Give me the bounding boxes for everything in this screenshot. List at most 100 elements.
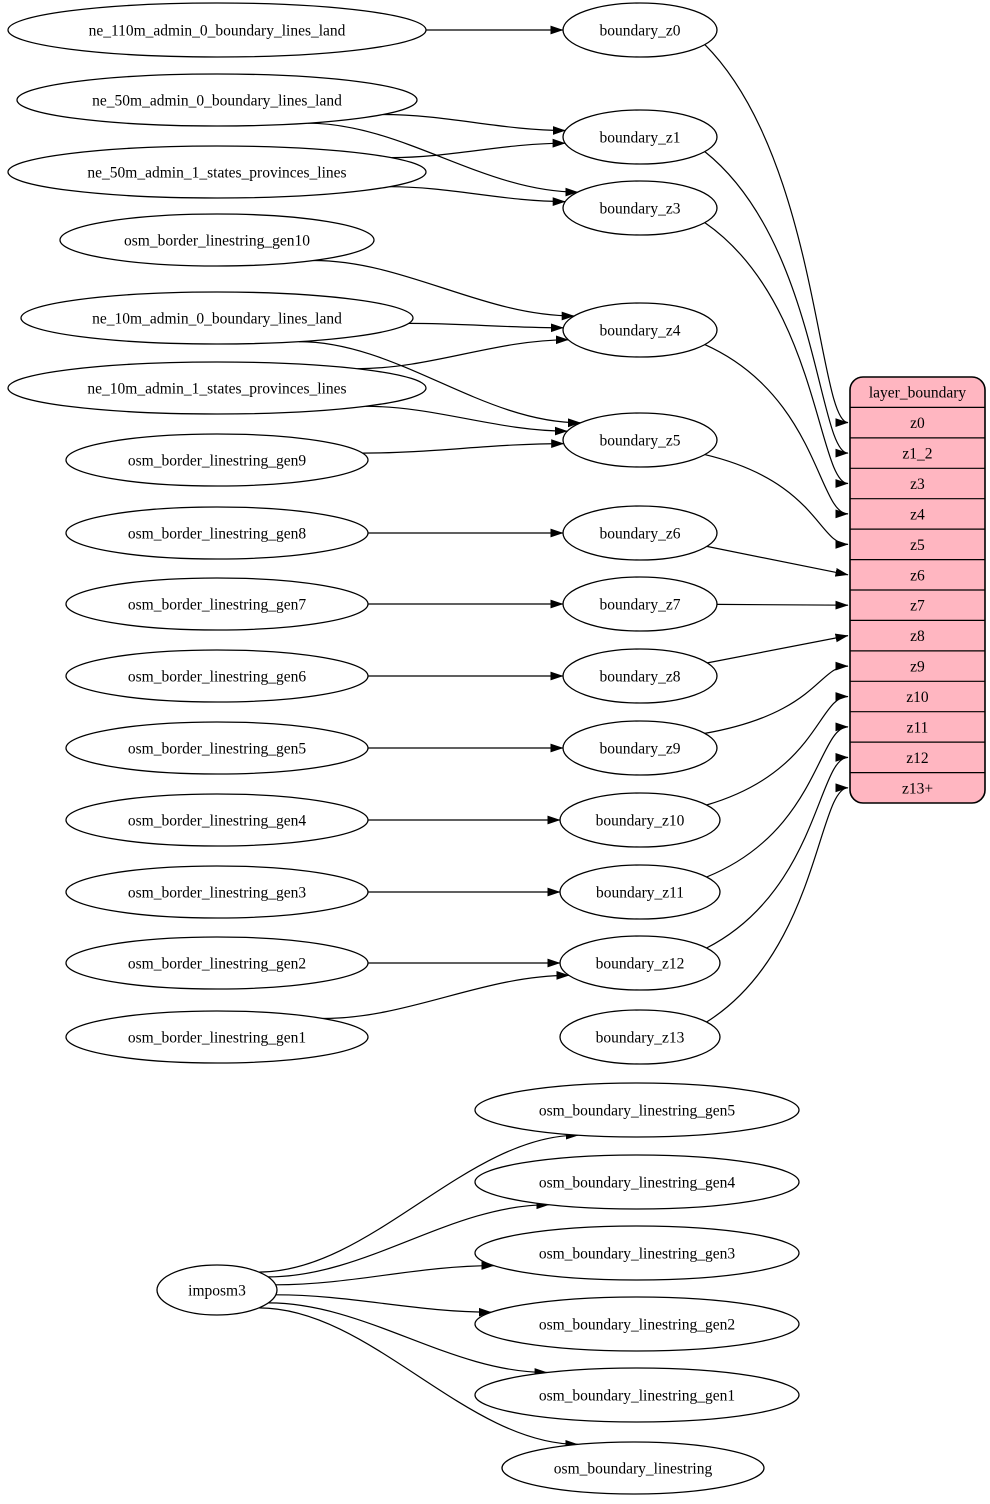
- edge-osm_border_linestring_gen1-to-boundary_z12: [322, 971, 570, 1020]
- edge-ne_50m_admin_1_states_provinces_lines-to-boundary_z1: [390, 138, 566, 159]
- node-boundary_z9: boundary_z9: [562, 720, 718, 776]
- node-label-osm_boundary_linestring_gen4: osm_boundary_linestring_gen4: [539, 1175, 736, 1192]
- edge-ne_50m_admin_1_states_provinces_lines-to-boundary_z3: [389, 186, 566, 206]
- node-osm_border_linestring_gen5: osm_border_linestring_gen5: [65, 721, 369, 775]
- edges-layer: [258, 25, 849, 1449]
- node-label-osm_border_linestring_gen5: osm_border_linestring_gen5: [128, 741, 306, 758]
- node-label-boundary_z3: boundary_z3: [600, 201, 681, 218]
- node-osm_border_linestring_gen2: osm_border_linestring_gen2: [65, 936, 369, 990]
- table-row-z4: z4: [910, 506, 925, 523]
- node-label-boundary_z1: boundary_z1: [600, 130, 681, 147]
- node-shape-osm_boundary_linestring_gen3: [474, 1225, 800, 1281]
- node-ne_50m_admin_1_states_provinces_lines: ne_50m_admin_1_states_provinces_lines: [7, 145, 427, 199]
- node-shape-boundary_z12: [559, 935, 721, 991]
- node-label-osm_boundary_linestring_gen2: osm_boundary_linestring_gen2: [539, 1317, 735, 1334]
- node-shape-osm_border_linestring_gen9: [65, 433, 369, 487]
- node-label-boundary_z6: boundary_z6: [600, 526, 681, 543]
- node-boundary_z10: boundary_z10: [559, 792, 721, 848]
- node-shape-boundary_z5: [562, 412, 718, 468]
- node-shape-boundary_z10: [559, 792, 721, 848]
- node-shape-ne_110m_admin_0_boundary_lines_land: [7, 2, 427, 58]
- table-layer: layer_boundaryz0z1_2z3z4z5z6z7z8z9z10z11…: [849, 376, 986, 804]
- edge-ne_10m_admin_1_states_provinces_lines-to-boundary_z4: [357, 335, 569, 370]
- edge-boundary_z0-to-layer_boundary-z0: [704, 44, 849, 427]
- node-label-boundary_z8: boundary_z8: [600, 669, 681, 686]
- node-shape-osm_boundary_linestring_gen2: [474, 1296, 800, 1352]
- node-shape-ne_50m_admin_1_states_provinces_lines: [7, 145, 427, 199]
- node-boundary_z13: boundary_z13: [559, 1009, 721, 1065]
- node-label-ne_110m_admin_0_boundary_lines_land: ne_110m_admin_0_boundary_lines_land: [89, 23, 346, 40]
- edge-boundary_z8-to-layer_boundary-z8: [707, 633, 849, 664]
- node-shape-boundary_z0: [562, 2, 718, 58]
- node-label-osm_border_linestring_gen9: osm_border_linestring_gen9: [128, 453, 306, 470]
- node-label-boundary_z0: boundary_z0: [600, 23, 681, 40]
- edge-boundary_z5-to-layer_boundary-z5: [704, 454, 849, 549]
- node-label-osm_boundary_linestring_gen3: osm_boundary_linestring_gen3: [539, 1246, 736, 1263]
- node-shape-ne_10m_admin_0_boundary_lines_land: [20, 291, 414, 345]
- node-shape-osm_border_linestring_gen7: [65, 577, 369, 631]
- edge-imposm3-to-osm_boundary_linestring_gen1: [268, 1302, 548, 1377]
- node-shape-imposm3: [156, 1264, 278, 1316]
- edge-osm_border_linestring_gen9-to-boundary_z5: [362, 439, 565, 454]
- table-row-z12: z12: [906, 750, 928, 767]
- node-label-imposm3: imposm3: [188, 1283, 246, 1300]
- node-label-boundary_z12: boundary_z12: [596, 956, 685, 973]
- node-shape-osm_border_linestring_gen3: [65, 865, 369, 919]
- node-label-osm_border_linestring_gen4: osm_border_linestring_gen4: [128, 813, 306, 830]
- node-shape-osm_border_linestring_gen4: [65, 793, 369, 847]
- node-label-osm_boundary_linestring_gen1: osm_boundary_linestring_gen1: [539, 1388, 735, 1405]
- node-osm_boundary_linestring_gen1: osm_boundary_linestring_gen1: [474, 1367, 800, 1423]
- node-label-osm_border_linestring_gen6: osm_border_linestring_gen6: [128, 669, 306, 686]
- node-osm_boundary_linestring_gen2: osm_boundary_linestring_gen2: [474, 1296, 800, 1352]
- node-shape-osm_border_linestring_gen2: [65, 936, 369, 990]
- node-label-osm_border_linestring_gen3: osm_border_linestring_gen3: [128, 885, 306, 902]
- node-label-osm_boundary_linestring: osm_boundary_linestring: [554, 1461, 713, 1478]
- table-row-z10: z10: [906, 689, 929, 706]
- edge-imposm3-to-osm_boundary_linestring_gen3: [275, 1261, 495, 1286]
- node-shape-osm_boundary_linestring_gen4: [474, 1154, 800, 1210]
- node-shape-boundary_z4: [562, 302, 718, 358]
- node-boundary_z6: boundary_z6: [562, 505, 718, 561]
- node-osm_border_linestring_gen6: osm_border_linestring_gen6: [65, 649, 369, 703]
- edge-boundary_z3-to-layer_boundary-z3: [704, 222, 849, 488]
- node-shape-osm_border_linestring_gen6: [65, 649, 369, 703]
- node-label-boundary_z13: boundary_z13: [596, 1030, 685, 1047]
- node-boundary_z3: boundary_z3: [562, 180, 718, 236]
- node-ne_10m_admin_0_boundary_lines_land: ne_10m_admin_0_boundary_lines_land: [20, 291, 414, 345]
- node-shape-boundary_z6: [562, 505, 718, 561]
- node-label-ne_50m_admin_0_boundary_lines_land: ne_50m_admin_0_boundary_lines_land: [92, 93, 342, 110]
- table-row-z7: z7: [910, 598, 925, 615]
- node-shape-osm_border_linestring_gen5: [65, 721, 369, 775]
- table-row-z13+: z13+: [902, 780, 933, 797]
- table-row-z5: z5: [910, 537, 925, 554]
- node-label-osm_border_linestring_gen2: osm_border_linestring_gen2: [128, 956, 306, 973]
- node-boundary_z7: boundary_z7: [562, 576, 718, 632]
- edge-ne_10m_admin_1_states_provinces_lines-to-boundary_z5: [365, 405, 568, 436]
- table-row-z9: z9: [910, 659, 925, 676]
- edge-boundary_z10-to-layer_boundary-z10: [706, 692, 849, 806]
- node-shape-boundary_z7: [562, 576, 718, 632]
- edge-ne_10m_admin_0_boundary_lines_land-to-boundary_z4: [408, 322, 564, 333]
- node-shape-boundary_z1: [562, 109, 718, 165]
- edge-osm_border_linestring_gen10-to-boundary_z4: [313, 259, 575, 321]
- node-osm_border_linestring_gen8: osm_border_linestring_gen8: [65, 506, 369, 560]
- node-label-ne_50m_admin_1_states_provinces_lines: ne_50m_admin_1_states_provinces_lines: [87, 165, 346, 182]
- node-ne_110m_admin_0_boundary_lines_land: ne_110m_admin_0_boundary_lines_land: [7, 2, 427, 58]
- edge-boundary_z9-to-layer_boundary-z9: [704, 661, 849, 734]
- edge-imposm3-to-osm_boundary_linestring: [258, 1307, 579, 1449]
- node-osm_border_linestring_gen4: osm_border_linestring_gen4: [65, 793, 369, 847]
- node-boundary_z0: boundary_z0: [562, 2, 718, 58]
- node-label-osm_boundary_linestring_gen5: osm_boundary_linestring_gen5: [539, 1103, 736, 1120]
- edge-boundary_z4-to-layer_boundary-z4: [704, 344, 849, 519]
- node-shape-osm_border_linestring_gen1: [65, 1010, 369, 1064]
- node-label-boundary_z11: boundary_z11: [596, 885, 684, 902]
- table-row-z8: z8: [910, 628, 925, 645]
- node-boundary_z8: boundary_z8: [562, 648, 718, 704]
- edge-ne_50m_admin_0_boundary_lines_land-to-boundary_z3: [307, 122, 579, 197]
- edge-ne_50m_admin_0_boundary_lines_land-to-boundary_z1: [382, 113, 566, 135]
- table-layer_boundary: layer_boundaryz0z1_2z3z4z5z6z7z8z9z10z11…: [849, 376, 986, 804]
- node-osm_border_linestring_gen10: osm_border_linestring_gen10: [59, 213, 375, 267]
- node-osm_border_linestring_gen7: osm_border_linestring_gen7: [65, 577, 369, 631]
